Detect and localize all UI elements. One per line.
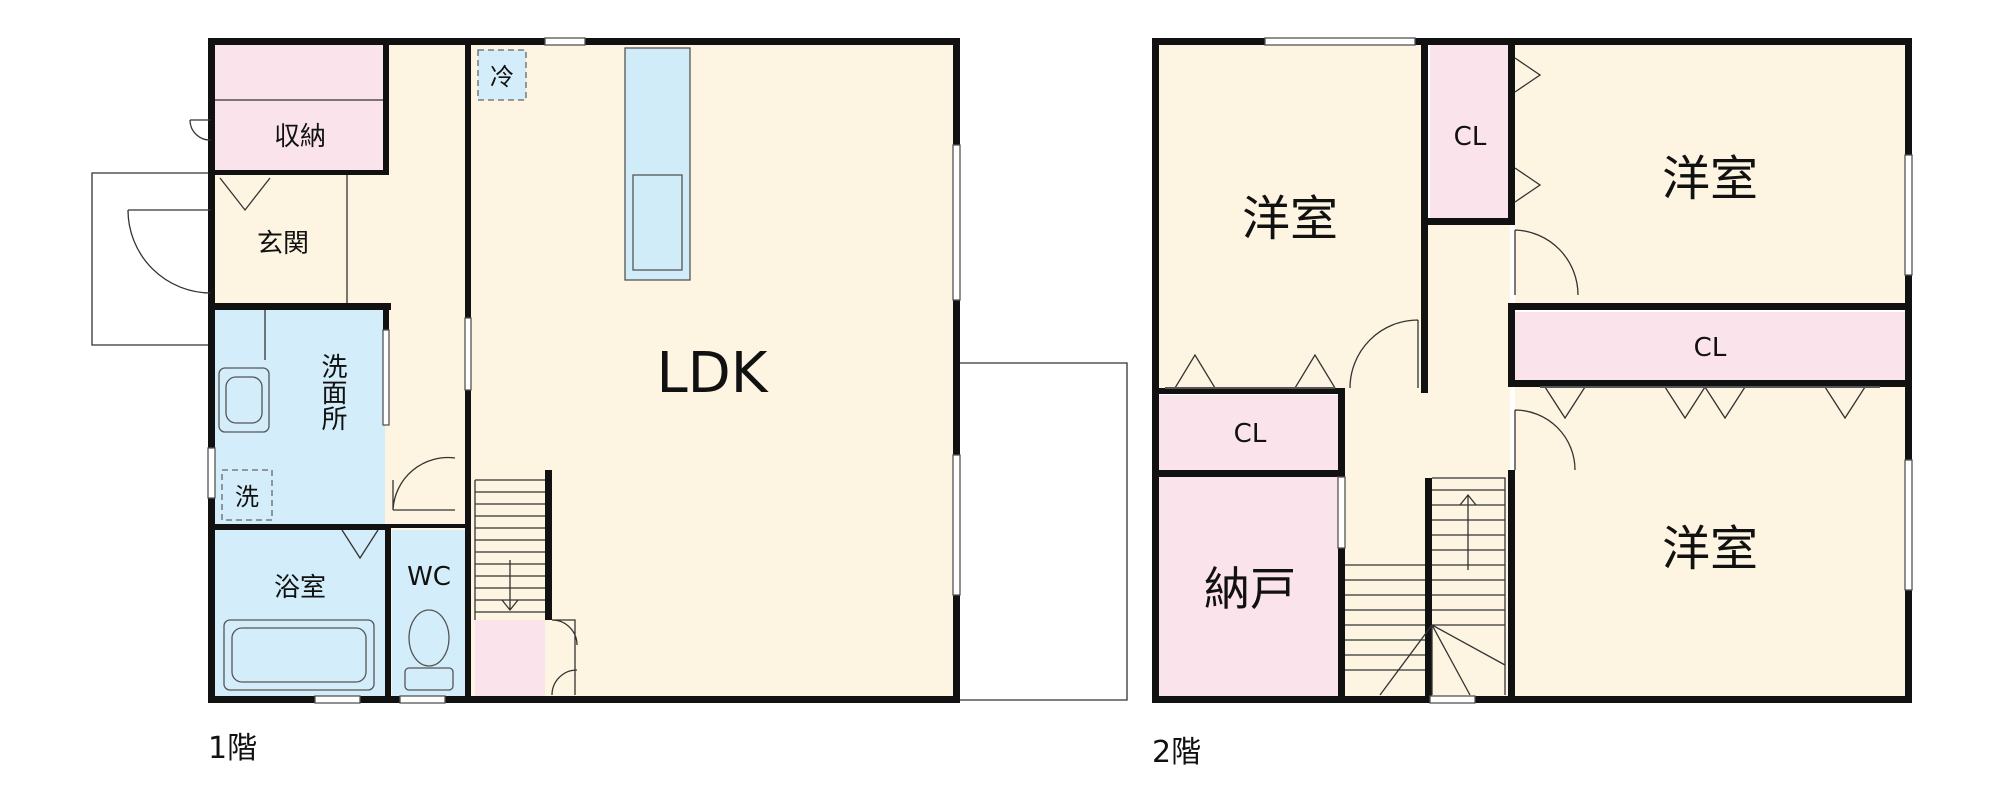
wall-toilet-left [385, 524, 391, 698]
label-closet-c: CL [1694, 333, 1727, 363]
wall-room-a-right [1421, 43, 1428, 393]
wall-room-c-left [1508, 470, 1515, 698]
door-under-stair [551, 619, 578, 696]
floor-2: 洋室 洋室 洋室 CL CL CL 納戸 2階 [1152, 37, 1913, 770]
label-washer: 洗 [235, 483, 259, 511]
door-storage [189, 119, 212, 141]
bathtub [223, 619, 375, 691]
label-storeroom: 納戸 [1204, 562, 1296, 616]
closet-b-room [1430, 43, 1510, 218]
window-washroom-door [382, 329, 390, 426]
door-room-a [1349, 319, 1419, 389]
wall-f1-left [208, 38, 215, 703]
window-toilet [399, 695, 446, 704]
closet-fold-storage [219, 177, 271, 212]
wall-hall-ldk [465, 43, 471, 318]
label-closet-b: CL [1454, 122, 1487, 152]
wall-storage-bottom [213, 170, 389, 175]
washer-space [221, 469, 273, 521]
wall-stair-2 [1425, 478, 1432, 698]
label-toilet: WC [407, 562, 451, 592]
window-room-a [1264, 37, 1416, 46]
toilet-bowl [404, 609, 454, 691]
closet-fold-bath [341, 529, 379, 560]
wall-room-bc-left [1508, 303, 1515, 387]
door-entrance [127, 209, 212, 294]
wall-washroom-top [213, 303, 391, 310]
western-room-c [1515, 387, 1907, 698]
stairs-floor-2 [1345, 477, 1506, 696]
kitchen-sink [632, 174, 683, 271]
entrance-floor [213, 173, 385, 305]
under-stair-storage [475, 620, 545, 698]
window-hall [464, 317, 472, 391]
wall-f2-right [1905, 38, 1912, 703]
wall-toilet-top [391, 524, 467, 528]
wall-closet-b-right [1508, 43, 1515, 218]
label-western-room-a: 洋室 [1242, 191, 1338, 247]
window-washroom [207, 447, 216, 499]
wall-storage-right [383, 43, 389, 175]
wall-closet-b-bottom [1428, 218, 1515, 225]
label-western-room-c: 洋室 [1662, 521, 1758, 577]
window-room-c [1904, 459, 1913, 591]
label-bathroom: 浴室 [274, 573, 326, 603]
window-room-b [1904, 154, 1913, 276]
wall-closet-a-right [1338, 388, 1345, 477]
wall-washroom-bottom [213, 524, 391, 530]
wall-hall-ldk-lower [465, 390, 471, 698]
door-room-c [1514, 409, 1576, 471]
wall-room-a-bottom [1159, 388, 1339, 394]
window-ldk-top [544, 37, 586, 46]
fridge-space [477, 49, 527, 101]
washbasin [218, 367, 270, 433]
window-ldk-right-2 [952, 454, 961, 596]
porch-outline [91, 172, 211, 346]
wall-f1-bottom [208, 696, 960, 703]
label-entrance: 玄関 [257, 229, 309, 259]
closet-a-room [1158, 395, 1338, 470]
label-closet-a: CL [1234, 419, 1267, 449]
label-western-room-b: 洋室 [1662, 151, 1758, 207]
label-ldk: LDK [656, 341, 768, 406]
window-bath [314, 695, 361, 704]
window-stair [1429, 695, 1476, 704]
closet-fold-b [1514, 57, 1542, 203]
closet-fold-a [1174, 353, 1336, 389]
door-toilet [392, 456, 456, 511]
label-fridge: 冷 [490, 63, 514, 91]
closet-c-room [1515, 312, 1907, 380]
wall-room-b-bottom [1508, 303, 1912, 310]
label-washroom: 洗面所 [317, 353, 347, 431]
door-room-b [1514, 229, 1579, 296]
wall-closet-c-bottom [1508, 380, 1912, 387]
wall-f2-left [1152, 38, 1159, 703]
wall-closet-a-bottom [1159, 470, 1345, 477]
stairs-floor-1 [474, 479, 545, 620]
wall-storeroom-right [1338, 548, 1345, 698]
storeroom-room [1158, 477, 1338, 698]
closet-fold-c [1544, 386, 1866, 420]
wall-stair [545, 470, 552, 620]
window-storeroom [1337, 476, 1346, 549]
floor-1-label: 1階 [208, 731, 257, 766]
floor-1: 収納 玄関 洗面所 浴室 WC LDK 冷 洗 1階 [91, 37, 1128, 766]
floor-2-label: 2階 [1152, 735, 1201, 770]
wall-f1-right [953, 38, 960, 703]
storage-fill [213, 43, 385, 173]
wall-f2-bottom [1152, 696, 1912, 703]
western-room-b [1515, 43, 1907, 305]
label-storage: 収納 [274, 122, 326, 152]
window-ldk-right-1 [952, 144, 961, 301]
terrace-outline [957, 362, 1128, 701]
wall-f2-top [1152, 38, 1912, 45]
